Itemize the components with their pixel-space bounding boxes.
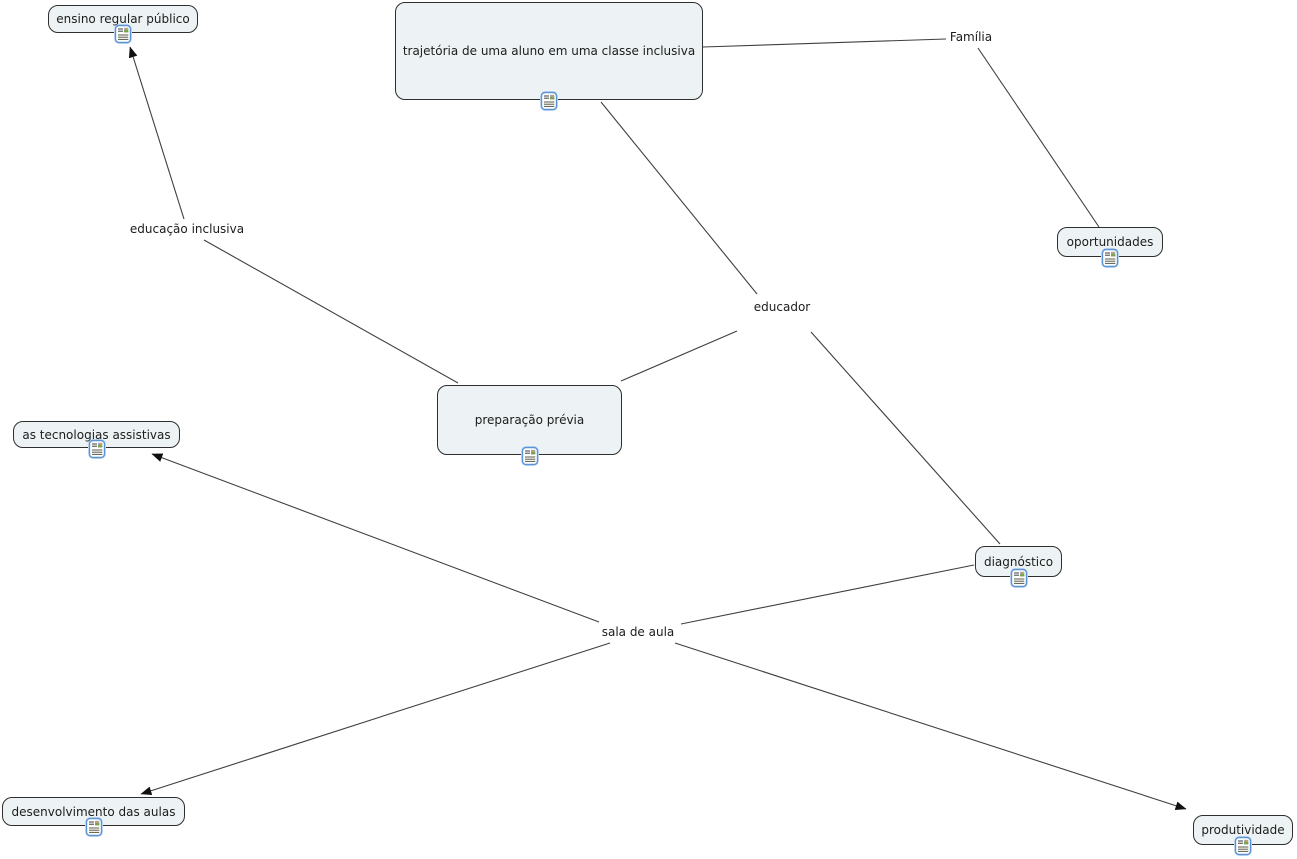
edge-diagnostico-to-sala-de-aula[interactable] bbox=[680, 564, 975, 625]
preparacao-previa-resource-icon[interactable] bbox=[520, 446, 539, 466]
concept-node-produtividade[interactable]: produtividade bbox=[1193, 815, 1293, 845]
concept-label: preparação prévia bbox=[474, 413, 585, 427]
concept-node-trajetoria[interactable]: trajetória de uma aluno em uma classe in… bbox=[395, 2, 703, 100]
concept-label: desenvolvimento das aulas bbox=[11, 804, 176, 819]
diagnostico-resource-icon[interactable] bbox=[1009, 568, 1028, 588]
concept-label: oportunidades bbox=[1066, 235, 1154, 249]
edge-educacao-inclusiva-to-ensino-regular-publico[interactable] bbox=[128, 46, 185, 220]
edge-familia-to-oportunidades[interactable] bbox=[977, 47, 1100, 228]
edge-preparacao-previa-to-educacao-inclusiva[interactable] bbox=[203, 239, 459, 384]
link-label-educacao-inclusiva[interactable]: educação inclusiva bbox=[129, 222, 245, 236]
edge-sala-de-aula-to-desenvolvimento-das-aulas[interactable] bbox=[140, 642, 611, 795]
as-tecnologias-assistivas-resource-icon[interactable] bbox=[87, 439, 106, 459]
edge-trajetoria-to-educador[interactable] bbox=[600, 101, 758, 295]
edge-sala-de-aula-to-produtividade[interactable] bbox=[674, 642, 1187, 810]
link-label-educador[interactable]: educador bbox=[753, 300, 811, 314]
desenvolvimento-das-aulas-resource-icon[interactable] bbox=[84, 817, 103, 837]
concept-label: produtividade bbox=[1201, 823, 1285, 837]
concept-label: diagnóstico bbox=[983, 554, 1054, 569]
concept-label: as tecnologias assistivas bbox=[22, 427, 171, 442]
trajetoria-resource-icon[interactable] bbox=[540, 91, 558, 111]
produtividade-resource-icon[interactable] bbox=[1234, 836, 1252, 856]
ensino-regular-publico-resource-icon[interactable] bbox=[114, 24, 132, 44]
link-label-sala-de-aula[interactable]: sala de aula bbox=[601, 625, 675, 639]
link-label-familia[interactable]: Família bbox=[949, 30, 993, 44]
edge-sala-de-aula-to-as-tecnologias-assistivas[interactable] bbox=[151, 453, 600, 623]
edge-educador-to-preparacao-previa[interactable] bbox=[620, 330, 738, 382]
oportunidades-resource-icon[interactable] bbox=[1101, 248, 1119, 268]
concept-label: trajetória de uma aluno em uma classe in… bbox=[402, 44, 696, 58]
edge-trajetoria-to-familia[interactable] bbox=[702, 38, 947, 48]
concept-node-preparacao-previa[interactable]: preparação prévia bbox=[437, 385, 622, 455]
concept-label: ensino regular público bbox=[56, 12, 190, 26]
edge-educador-to-diagnostico[interactable] bbox=[810, 331, 1001, 545]
